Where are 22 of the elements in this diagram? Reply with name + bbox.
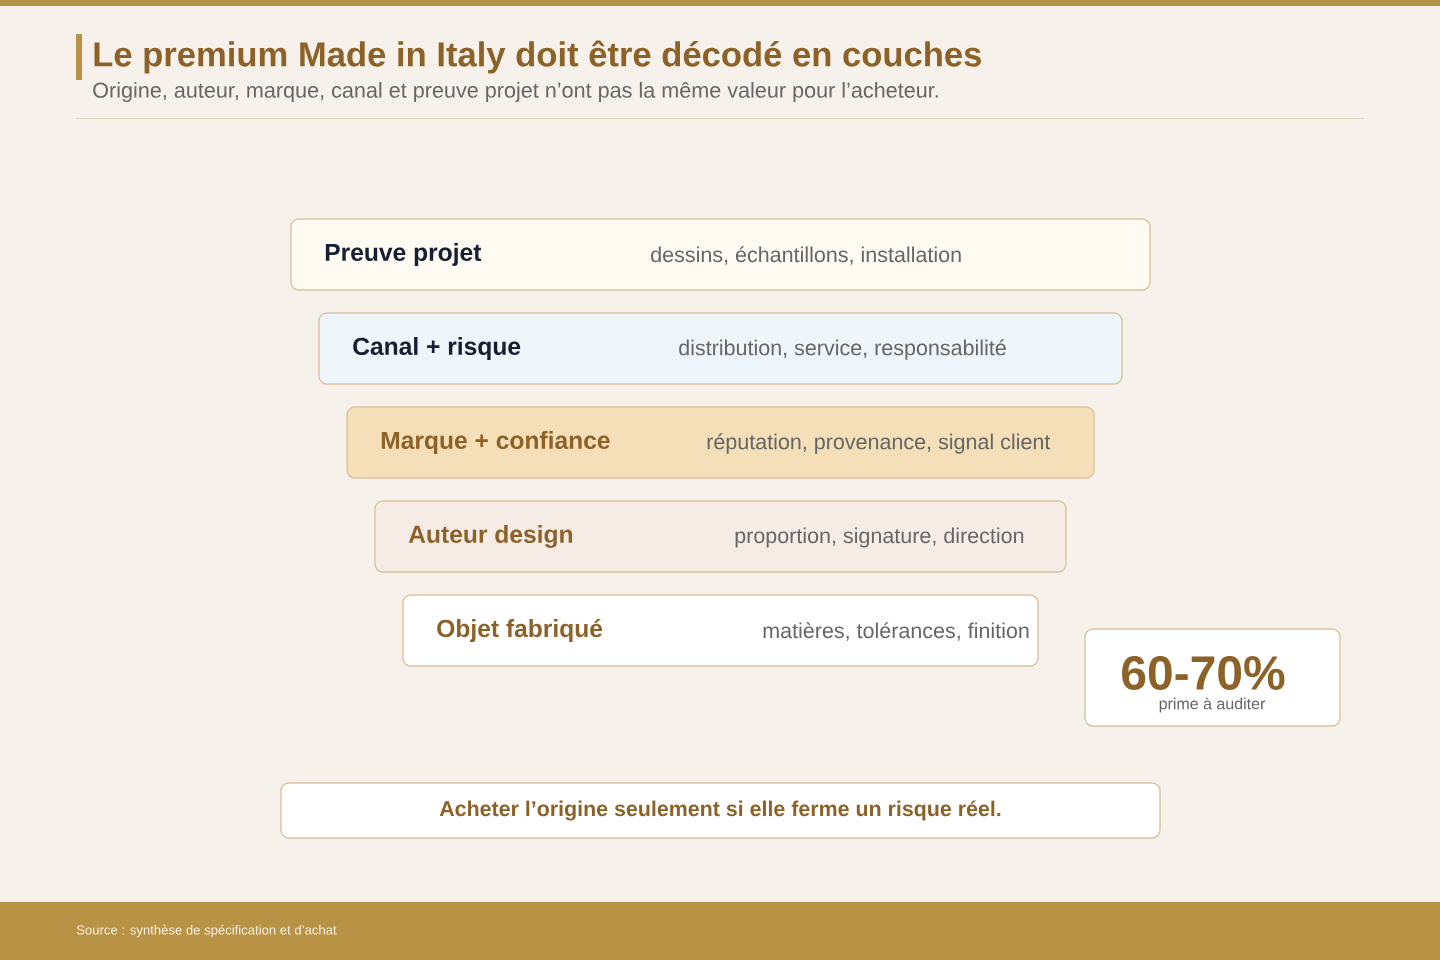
- layer-title: Objet fabriqué: [437, 618, 603, 643]
- title: Le premium Made in Italy doit être décodé en couches: [94, 40, 981, 74]
- subtitle: Origine, auteur, marque, canal et preuve projet n’ont pas la même valeur pour l’acheteur.: [93, 81, 938, 103]
- source-note: Source : synthèse de spécification et d’achat: [76, 924, 337, 938]
- layer-box: [346, 406, 1095, 479]
- layer-description: dessins, échantillons, installation: [651, 246, 961, 265]
- layer-title: Auteur design: [408, 524, 573, 548]
- layer-title: Marque + confiance: [381, 431, 610, 454]
- stat-caption: prime à auditer: [1159, 697, 1266, 713]
- stat-value: 60-70%: [1122, 656, 1285, 690]
- layer-description: réputation, provenance, signal client: [707, 433, 1051, 454]
- layer-box: [374, 500, 1067, 573]
- layer-box: [290, 218, 1151, 291]
- layer-title: Preuve projet: [325, 243, 482, 266]
- layer-box: [402, 594, 1039, 667]
- layer-description: matières, tolérances, finition: [763, 622, 1029, 641]
- layer-description: distribution, service, responsabilité: [679, 339, 1006, 360]
- message-box: Acheter l’origine seulement si elle ferme un risque réel.: [280, 782, 1161, 839]
- layer-description: proportion, signature, direction: [735, 527, 1024, 548]
- layer-box: [318, 312, 1123, 385]
- stat-card: [1084, 628, 1341, 727]
- layer-title: Canal + risque: [353, 337, 521, 360]
